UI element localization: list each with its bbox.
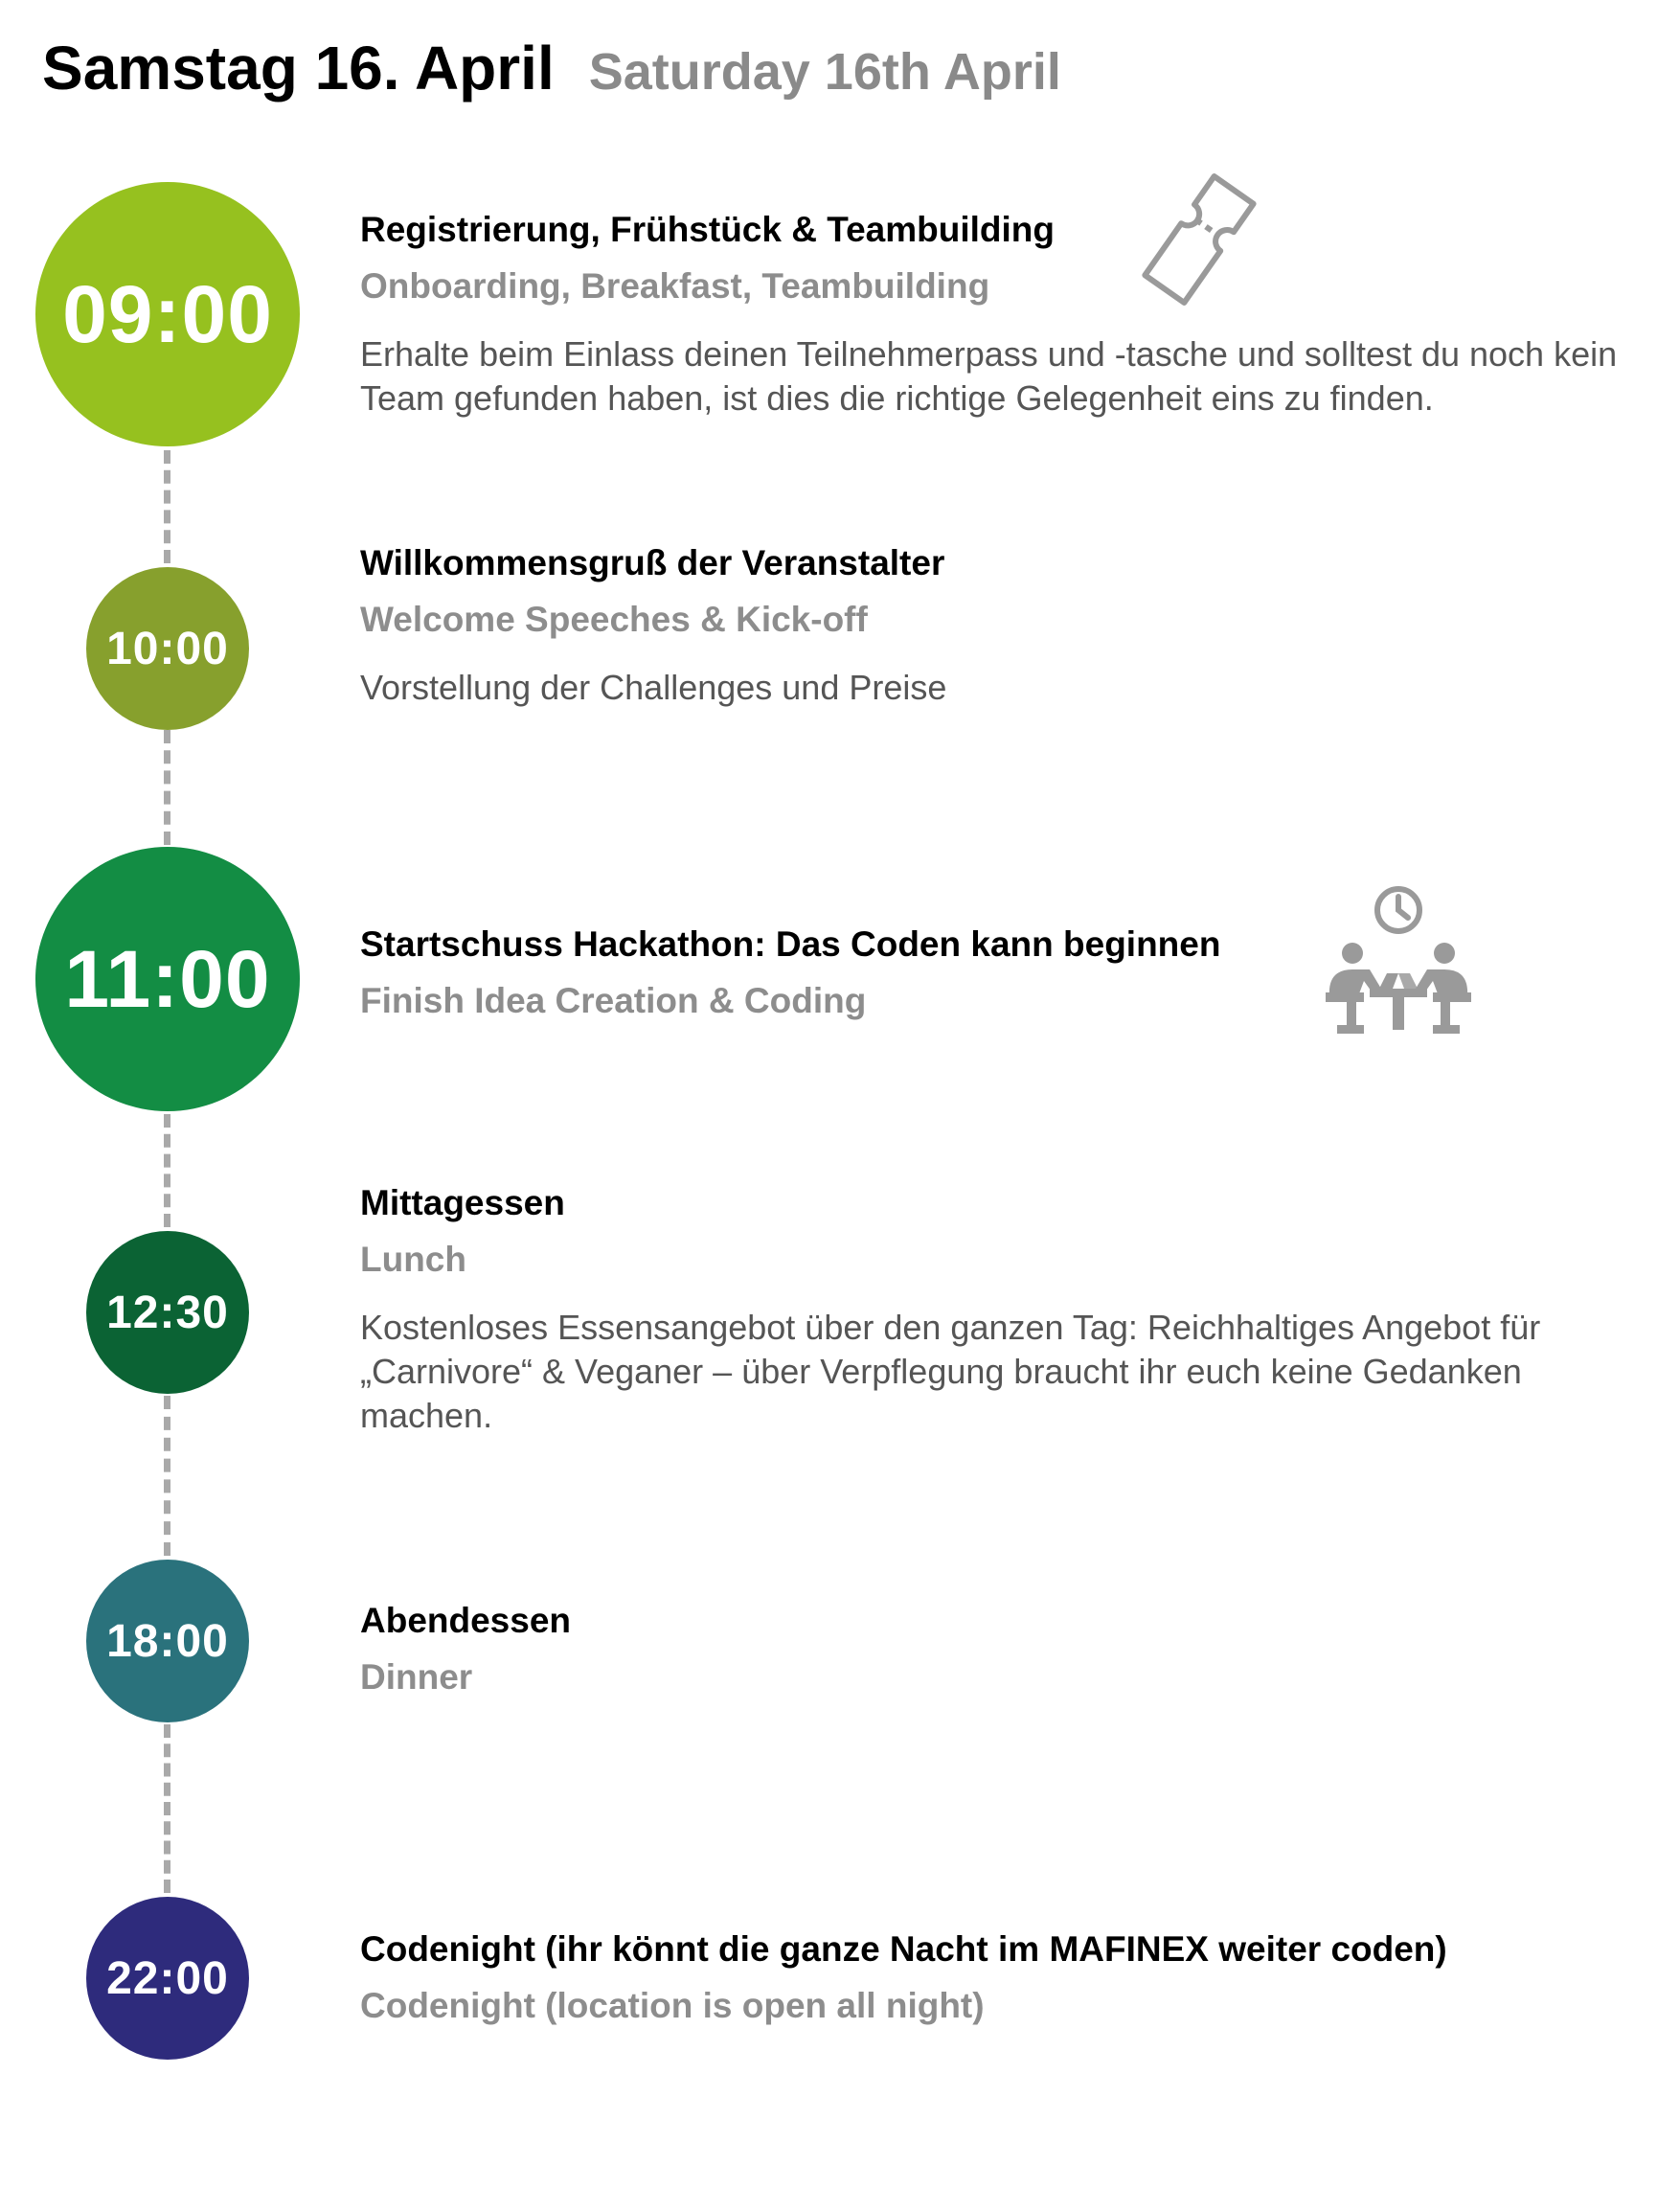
page-header: Samstag 16. April Saturday 16th April — [42, 33, 1061, 103]
entry-title: Willkommensgruß der Veranstalter — [360, 543, 945, 582]
page-title: Samstag 16. April — [42, 34, 555, 103]
coding-team-icon — [1326, 886, 1471, 1034]
time-badge-1800: 18:00 — [86, 1560, 249, 1722]
timeline-connector — [164, 1114, 170, 1227]
entry-title: Registrierung, Frühstück & Teambuilding — [360, 210, 1055, 249]
entry-title: Startschuss Hackathon: Das Coden kann be… — [360, 924, 1221, 964]
timeline-connector — [164, 450, 170, 563]
schedule-entry-1100: Startschuss Hackathon: Das Coden kann be… — [360, 923, 1644, 1022]
schedule-entry-1800: Abendessen Dinner — [360, 1600, 1644, 1698]
entry-subtitle: Dinner — [360, 1657, 473, 1697]
time-badge-1000: 10:00 — [86, 567, 249, 730]
entry-title: Codenight (ihr könnt die ganze Nacht im … — [360, 1929, 1447, 1969]
timeline-connector — [164, 1724, 170, 1893]
entry-subtitle: Lunch — [360, 1240, 466, 1279]
ticket-icon — [1142, 173, 1257, 306]
time-badge-0900: 09:00 — [35, 182, 300, 446]
entry-subtitle: Onboarding, Breakfast, Teambuilding — [360, 266, 990, 306]
entry-description: Kostenloses Essensangebot über den ganze… — [360, 1308, 1541, 1435]
timeline-connector — [164, 730, 170, 845]
schedule-entry-1230: Mittagessen Lunch Kostenloses Essensange… — [360, 1182, 1644, 1438]
entry-title: Mittagessen — [360, 1183, 565, 1222]
entry-subtitle: Finish Idea Creation & Coding — [360, 981, 867, 1020]
schedule-entry-1000: Willkommensgruß der Veranstalter Welcome… — [360, 542, 1644, 710]
schedule-entry-0900: Registrierung, Frühstück & Teambuilding … — [360, 209, 1644, 421]
page-title-english: Saturday 16th April — [588, 43, 1061, 101]
timeline-connector — [164, 1396, 170, 1556]
schedule-entry-2200: Codenight (ihr könnt die ganze Nacht im … — [360, 1928, 1644, 2027]
entry-subtitle: Codenight (location is open all night) — [360, 1986, 985, 2025]
time-badge-1230: 12:30 — [86, 1231, 249, 1394]
time-badge-2200: 22:00 — [86, 1897, 249, 2060]
time-badge-1100: 11:00 — [35, 847, 300, 1111]
entry-description: Vorstellung der Challenges und Preise — [360, 668, 947, 707]
entry-subtitle: Welcome Speeches & Kick-off — [360, 600, 868, 639]
entry-description: Erhalte beim Einlass deinen Teilnehmerpa… — [360, 334, 1618, 418]
entry-title: Abendessen — [360, 1601, 572, 1640]
